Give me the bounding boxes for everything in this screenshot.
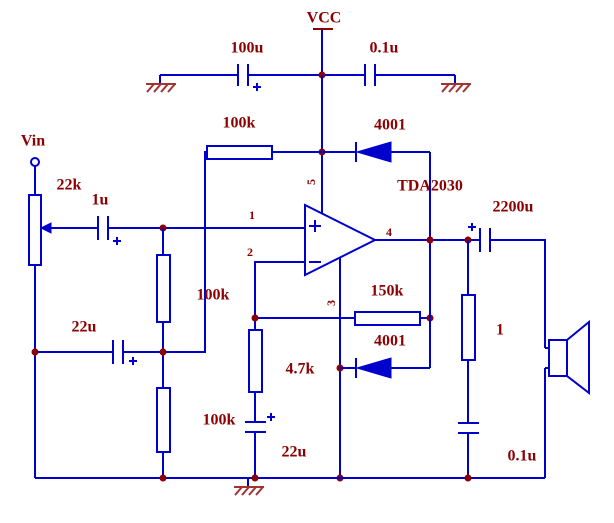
bias-network: 100k 100k 100k 22u: [31, 115, 322, 478]
junction-dot: [251, 314, 259, 322]
resistor-bias-top: [206, 145, 273, 160]
potentiometer-22k: 22k: [28, 177, 82, 266]
bypass-cap-label: 22u: [72, 319, 97, 336]
junction-dot: [251, 474, 259, 482]
opamp-triangle: [304, 203, 378, 277]
output-cap-2200u: 2200u: [468, 199, 534, 252]
resistor-bias-top-label: 100k: [223, 115, 256, 132]
supply-pin-net: 5: [304, 75, 326, 214]
pin3-number: 3: [324, 300, 338, 306]
cap-100u-label: 100u: [231, 40, 264, 57]
capacitor-plates: [112, 340, 124, 364]
pot-body: [28, 194, 42, 266]
resistor-feedback-150k: [354, 311, 421, 326]
pin2-wire: [254, 261, 305, 330]
protection-diodes: 4001 4001: [322, 117, 430, 379]
pot-wiper-arrow-icon: [39, 222, 52, 234]
supply-rail-wire: [159, 29, 456, 84]
capacitor-plates: [245, 421, 266, 433]
opamp-tda2030: TDA2030: [304, 178, 463, 277]
plus-input-mark: [309, 220, 321, 232]
diode-upper-label: 4001: [374, 117, 406, 134]
resistor-bias-bottom: [156, 387, 171, 453]
ground-pin-net: 3: [324, 258, 344, 482]
zobel-resistor-1ohm: [461, 294, 476, 361]
capacitor-plates: [479, 228, 491, 252]
cap-1u-label: 1u: [92, 192, 109, 209]
gain-cap-22u: 22u: [245, 413, 307, 461]
gain-cap-label: 22u: [282, 444, 307, 461]
ground-symbol-bottom: [234, 486, 264, 496]
pin1-number: 1: [249, 208, 255, 222]
bias-top-wire: [163, 151, 322, 353]
plus-mark: [129, 357, 137, 365]
input-section: Vin 22k 1u 1: [21, 133, 305, 478]
plus-mark: [113, 237, 121, 245]
junction-dot: [159, 474, 167, 482]
input-cap-1u: 1u: [92, 192, 121, 245]
plus-mark: [253, 83, 261, 91]
junction-dot: [31, 348, 39, 356]
zobel-resistor-label: 1: [496, 322, 504, 339]
bypass-cap-22u: 22u: [35, 319, 163, 365]
resistor-bias-bottom-label: 100k: [203, 412, 236, 429]
pot-label: 22k: [57, 177, 82, 194]
ground-symbol-top-left: [146, 83, 176, 93]
junction-dot: [159, 348, 167, 356]
junction-dot: [426, 236, 434, 244]
speaker-feed-wire: [490, 239, 546, 348]
resistor-gain-label: 4.7k: [286, 361, 315, 378]
pin4-number: 4: [386, 225, 392, 239]
pin2-number: 2: [247, 245, 253, 259]
diode-triangle-icon: [355, 141, 392, 163]
diode-triangle-icon: [355, 357, 392, 379]
ground-rail: [35, 474, 545, 496]
ground-rail-wire: [35, 477, 545, 487]
ground-symbol-top-right: [441, 83, 471, 93]
diode-lower-4001: 4001: [340, 333, 430, 379]
output-section: 4 2200u 1 0.1u: [375, 152, 590, 478]
pin5-number: 5: [304, 179, 318, 185]
diode-upper-4001: 4001: [322, 117, 430, 163]
resistor-gain-4.7k: [248, 329, 263, 393]
cap-0.1u-label: 0.1u: [370, 40, 399, 57]
vcc-label: VCC: [307, 10, 342, 27]
junction-dot: [464, 474, 472, 482]
capacitor-plates: [458, 422, 479, 434]
resistor-bias-middle-label: 100k: [197, 287, 230, 304]
speaker-icon: [544, 319, 590, 478]
plus-mark: [468, 223, 476, 231]
resistor-feedback-label: 150k: [371, 283, 404, 300]
plus-mark: [267, 413, 275, 421]
feedback-network: 2 150k 4.7k 22u: [245, 245, 434, 478]
speaker-horn: [566, 319, 590, 396]
vin-terminal: [30, 157, 40, 167]
output-cap-label: 2200u: [493, 199, 534, 216]
filter-cap-100u: 100u: [231, 40, 264, 91]
resistor-bias-middle: [156, 254, 171, 323]
capacitor-plates: [237, 64, 249, 86]
filter-cap-0.1u: 0.1u: [364, 40, 399, 86]
speaker-body: [548, 339, 568, 377]
power-section: VCC 100u 0.1u: [146, 10, 471, 93]
vin-label: Vin: [21, 133, 45, 150]
capacitor-plates: [364, 64, 376, 86]
zobel-network: 1 0.1u: [458, 240, 537, 478]
capacitor-plates: [97, 216, 109, 240]
zobel-cap-label: 0.1u: [508, 448, 537, 465]
diode-lower-label: 4001: [374, 333, 406, 350]
